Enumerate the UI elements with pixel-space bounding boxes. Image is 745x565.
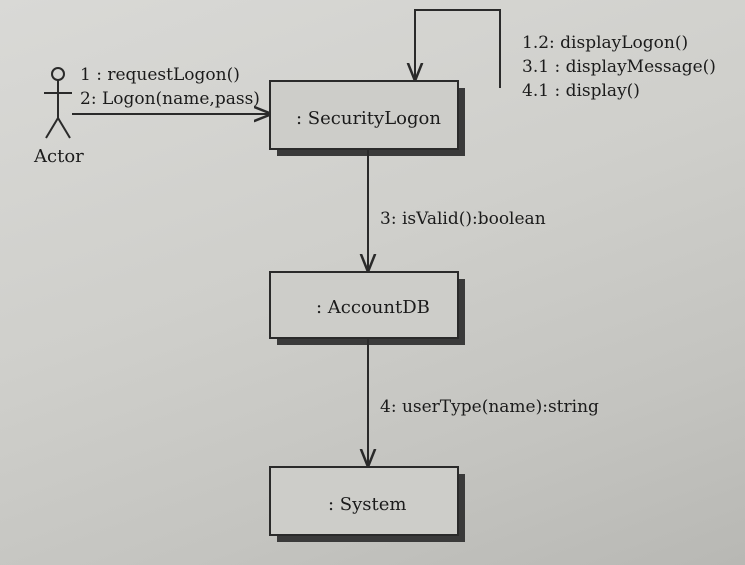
message-is-valid: 3: isValid():boolean xyxy=(380,209,546,229)
message-user-type: 4: userType(name):string xyxy=(380,397,599,417)
actor-head xyxy=(51,67,65,81)
securitylogon-box xyxy=(269,80,459,150)
message-request-logon: 1 : requestLogon() xyxy=(80,65,240,85)
message-display-message: 3.1 : displayMessage() xyxy=(522,57,716,77)
message-display: 4.1 : display() xyxy=(522,81,640,101)
actor-right-leg xyxy=(57,117,71,139)
message-logon: 2: Logon(name,pass) xyxy=(80,89,260,109)
self-loop-link xyxy=(415,9,501,88)
accountdb-label: : AccountDB xyxy=(316,297,430,318)
system-box xyxy=(269,466,459,536)
accountdb-box xyxy=(269,271,459,339)
message-display-logon: 1.2: displayLogon() xyxy=(522,33,688,53)
actor-label: Actor xyxy=(33,146,84,167)
actor-figure xyxy=(44,67,72,139)
actor-left-leg xyxy=(45,117,59,139)
system-label: : System xyxy=(328,494,406,515)
securitylogon-label: : SecurityLogon xyxy=(296,108,441,129)
